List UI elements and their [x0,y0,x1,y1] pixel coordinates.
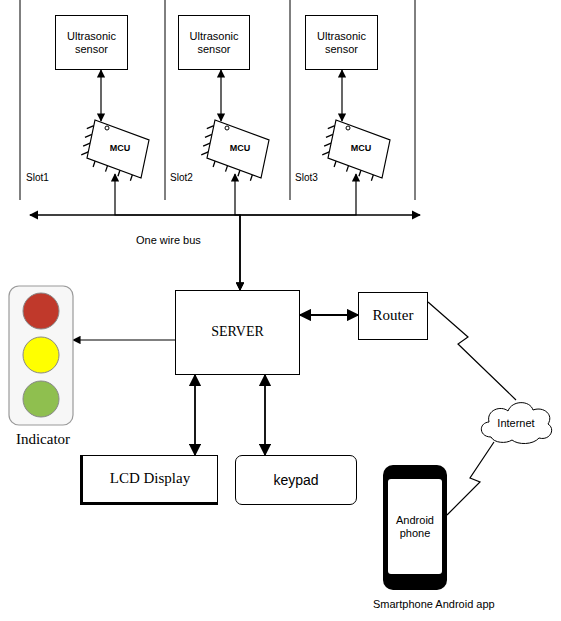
light-lamp [23,337,59,373]
connector-arrow [264,375,266,455]
sensor-box: Ultrasonic sensor [178,15,250,70]
phone-body [383,465,447,590]
node-text: keypad [273,472,318,488]
traffic-light [7,285,79,455]
router-box: Router [358,292,428,340]
lcd-display-box: LCD Display [80,455,218,505]
chip-pin [213,161,215,167]
chip-notch [346,126,350,130]
chip-pin [250,175,252,181]
keypad-box: keypad [235,455,357,505]
sensor-box: Ultrasonic sensor [305,15,378,70]
slot-label: Slot1 [25,172,50,183]
mcu-chip: MCU [85,118,151,180]
chip-pin [334,161,336,167]
slot-label: Slot3 [294,172,319,183]
chip-pin [371,175,373,181]
chip-notch [105,126,109,130]
chip-pin [226,166,228,172]
bus-label: One wire bus [135,234,202,246]
node-text: Internet [497,417,534,430]
light-housing [9,286,73,425]
slot-divider [290,0,291,200]
server-box: SERVER [175,290,300,375]
chip-body [207,120,269,178]
slot-divider [20,0,415,200]
chip-pin [118,170,120,176]
chip-body [328,120,390,178]
slot-divider [20,0,21,200]
connector-arrow [240,174,356,290]
node-text: Ultrasonic sensor [56,30,127,55]
wireless-link [428,302,516,400]
slot-label: Slot2 [169,172,194,183]
wireless-link [447,442,494,515]
app-caption: Smartphone Android app [372,598,496,610]
phone-screen [388,479,442,574]
node-text: SERVER [211,324,264,340]
slot-divider [415,0,416,200]
node-text: MCU [110,143,131,153]
connector-arrow [341,70,342,121]
connector-arrow [115,174,240,290]
mcu-chip: MCU [326,118,392,180]
internet-cloud: Internet [476,395,556,445]
chip-body [87,120,149,178]
connector-arrow [235,174,240,290]
slot-divider [165,0,166,200]
mcu-chip: MCU [205,118,271,180]
traffic-indicator: Indicator [7,285,79,455]
connector-arrow [194,375,196,455]
connector-arrow [220,70,221,121]
connector-arrow [100,70,101,121]
node-text: Indicator [7,431,79,448]
chip-pin [130,175,132,181]
android-phone: Android phone [383,465,447,590]
node-text: MCU [351,143,372,153]
node-text: Router [373,307,414,324]
sensor-box: Ultrasonic sensor [55,15,128,70]
node-text: MCU [230,143,251,153]
chip-pin [106,166,108,172]
light-lamp [23,293,59,329]
chip-pin [238,170,240,176]
chip-pin [359,170,361,176]
node-text: Ultrasonic sensor [306,30,377,55]
light-lamp [23,381,59,417]
cloud-shape [481,403,551,444]
node-text: Android phone [389,479,441,574]
node-text: Ultrasonic sensor [179,30,249,55]
chip-notch [225,126,229,130]
node-text: LCD Display [110,470,190,487]
chip-pin [93,161,95,167]
connector-arrow [300,314,358,316]
connector-arrow [73,339,175,340]
chip-pin [347,166,349,172]
